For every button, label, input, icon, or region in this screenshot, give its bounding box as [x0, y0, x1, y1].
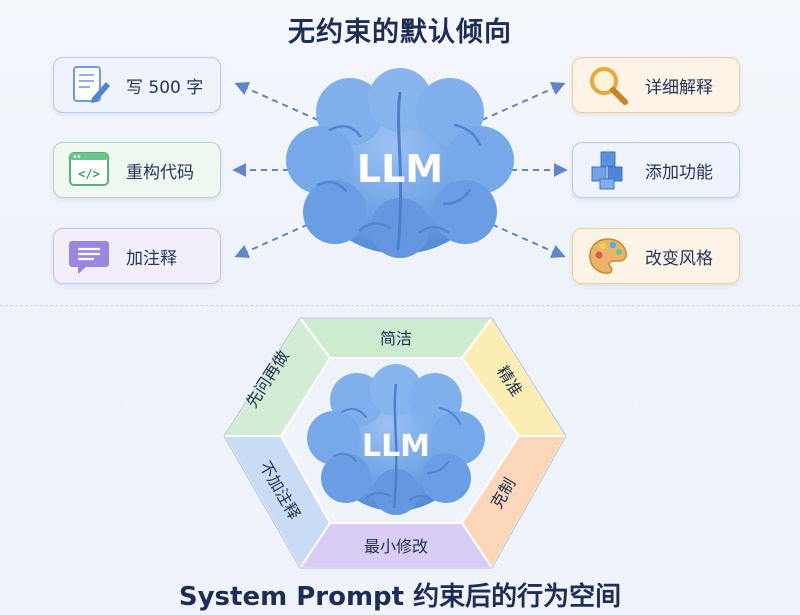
- top-title: 无约束的默认倾向: [288, 17, 512, 48]
- document-pen-icon: [73, 66, 110, 103]
- card-comments: 加注释: [53, 228, 221, 284]
- comment-icon: [69, 241, 109, 274]
- bottom-brain-label: LLM: [362, 429, 430, 464]
- segment-concise-label: 简洁: [380, 329, 412, 348]
- section-divider: [0, 305, 800, 306]
- card-change-style: 改变风格: [572, 228, 740, 284]
- card-change-style-label: 改变风格: [645, 248, 713, 269]
- arrow-to-write-500: [234, 82, 319, 121]
- top-brain-icon: LLM: [286, 68, 514, 258]
- card-add-feature-label: 添加功能: [645, 162, 713, 183]
- card-explain-label: 详细解释: [645, 77, 713, 98]
- cubes-icon: [591, 151, 623, 190]
- card-explain: 详细解释: [572, 57, 740, 113]
- arrow-to-explain: [481, 82, 566, 121]
- card-write-500-label: 写 500 字: [126, 77, 204, 98]
- top-brain-label: LLM: [357, 147, 443, 191]
- arrow-to-change-style: [481, 219, 566, 258]
- bottom-title: System Prompt 约束后的行为空间: [178, 582, 622, 612]
- card-write-500: 写 500 字: [53, 57, 221, 113]
- card-refactor-label: 重构代码: [126, 162, 194, 183]
- palette-icon: [589, 238, 627, 274]
- segment-minimal-change-label: 最小修改: [364, 537, 428, 556]
- card-comments-label: 加注释: [126, 248, 177, 269]
- code-window-icon: </>: [69, 152, 109, 186]
- card-add-feature: 添加功能: [572, 142, 740, 198]
- magnifier-icon: [590, 67, 628, 105]
- arrows: [232, 82, 568, 258]
- card-refactor: </> 重构代码: [53, 142, 221, 198]
- svg-text:</>: </>: [78, 167, 100, 181]
- arrow-to-comments: [234, 219, 319, 258]
- bottom-brain-icon: LLM: [307, 364, 485, 515]
